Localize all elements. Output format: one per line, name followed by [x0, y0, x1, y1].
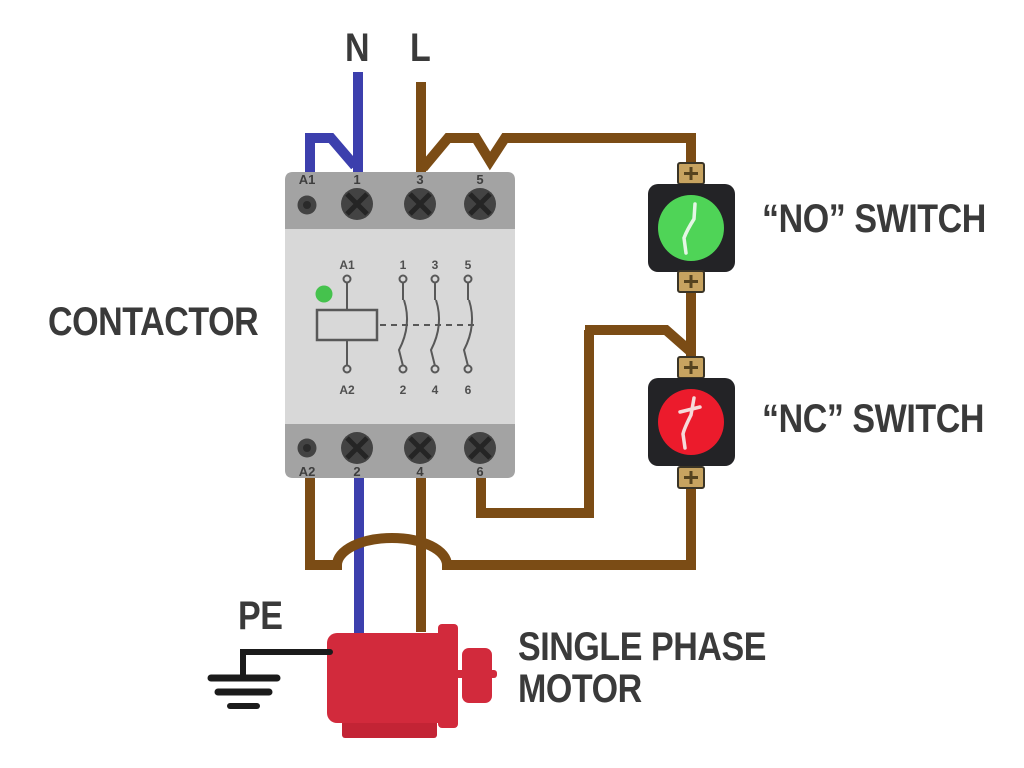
terminal-label: 3	[416, 172, 423, 187]
schematic-label: 6	[465, 383, 472, 397]
schematic-label: 2	[400, 383, 407, 397]
contactor-top-strip	[285, 172, 515, 229]
terminal-label: 5	[476, 172, 483, 187]
screw-6-slots	[468, 436, 492, 460]
pole1-blade	[397, 299, 409, 367]
no-switch-button	[658, 195, 724, 261]
screw-4-slots	[408, 436, 432, 460]
screw-a2-slot	[303, 444, 311, 452]
contactor-housing	[285, 172, 515, 478]
contactor: A1 1 3 5 A2 2 4 6	[285, 172, 515, 479]
contactor-top-screws	[297, 188, 496, 220]
line-label: L	[410, 26, 431, 70]
schematic-label: 3	[432, 258, 439, 272]
screw-1-slots	[345, 192, 369, 216]
schematic-label: 5	[465, 258, 472, 272]
no-switch-label: “NO” SWITCH	[762, 197, 986, 241]
pe-label: PE	[238, 594, 283, 638]
motor-base	[342, 720, 437, 738]
no-contact-symbol-icon	[682, 202, 697, 255]
motor-label: SINGLE PHASE MOTOR	[518, 626, 766, 710]
screw-2-slots	[345, 436, 369, 460]
contactor-label: CONTACTOR	[48, 300, 259, 344]
terminal-label: 1	[353, 172, 360, 187]
schematic-label: A1	[339, 258, 355, 272]
screw-a1-slot	[303, 201, 311, 209]
terminal-label: 2	[353, 464, 360, 479]
motor-shaft-block	[462, 648, 492, 703]
no-switch-top-terminal-screw-icon	[684, 167, 698, 180]
contactor-bottom-strip	[285, 424, 515, 478]
terminal6-holding-wire	[476, 330, 594, 518]
schematic-label: 1	[400, 258, 407, 272]
neutral-label: N	[345, 26, 370, 70]
contactor-bottom-terminal-labels: A2 2 4 6	[299, 464, 484, 479]
pole2-bottom-dot	[430, 364, 440, 374]
no-switch	[648, 162, 735, 293]
line-to-terminals-and-no-switch-wire	[419, 133, 696, 172]
schematic-label: 4	[432, 383, 439, 397]
screw-5-slots	[468, 192, 492, 216]
contactor-top-terminal-labels: A1 1 3 5	[299, 172, 484, 187]
nc-contact-symbol-icon	[678, 396, 702, 450]
terminal-label: A1	[299, 172, 316, 187]
switch-junction-wire	[585, 325, 695, 356]
line-wires	[305, 82, 696, 632]
neutral-wires	[305, 72, 364, 636]
no-switch-bottom-terminal-screw-icon	[684, 275, 698, 288]
terminal-label: 4	[416, 464, 424, 479]
motor-end-cap	[438, 624, 458, 728]
contactor-schematic	[315, 274, 478, 374]
screw-3-slots	[408, 192, 432, 216]
led-indicator	[315, 285, 333, 303]
terminal-label: 6	[476, 464, 483, 479]
motor-body	[327, 633, 449, 723]
pole2-blade	[429, 299, 441, 367]
nc-switch-button	[658, 389, 724, 455]
contactor-schematic-labels: A1 A2 1 3 5 2 4 6	[339, 258, 471, 397]
nc-switch-bottom-terminal-screw-icon	[684, 471, 698, 484]
nc-to-coil-a2-wire	[305, 474, 696, 570]
single-phase-motor	[327, 624, 497, 738]
nc-switch	[648, 356, 735, 489]
contactor-bottom-screws	[297, 432, 496, 464]
pole1-bottom-dot	[398, 364, 408, 374]
nc-switch-label: “NC” SWITCH	[762, 397, 984, 441]
pe-earth-symbol	[207, 649, 333, 709]
neutral-to-coil-a1-wire	[305, 133, 359, 176]
pole3-bottom-dot	[463, 364, 473, 374]
schematic-label: A2	[339, 383, 355, 397]
nc-switch-top-terminal-screw-icon	[684, 361, 698, 374]
pe-conductor	[240, 649, 333, 679]
coil-bottom-terminal-dot	[342, 364, 352, 374]
motor-label-line2: MOTOR	[518, 667, 642, 711]
motor-label-line1: SINGLE PHASE	[518, 625, 767, 669]
pole3-blade	[462, 299, 474, 367]
terminal-label: A2	[299, 464, 316, 479]
